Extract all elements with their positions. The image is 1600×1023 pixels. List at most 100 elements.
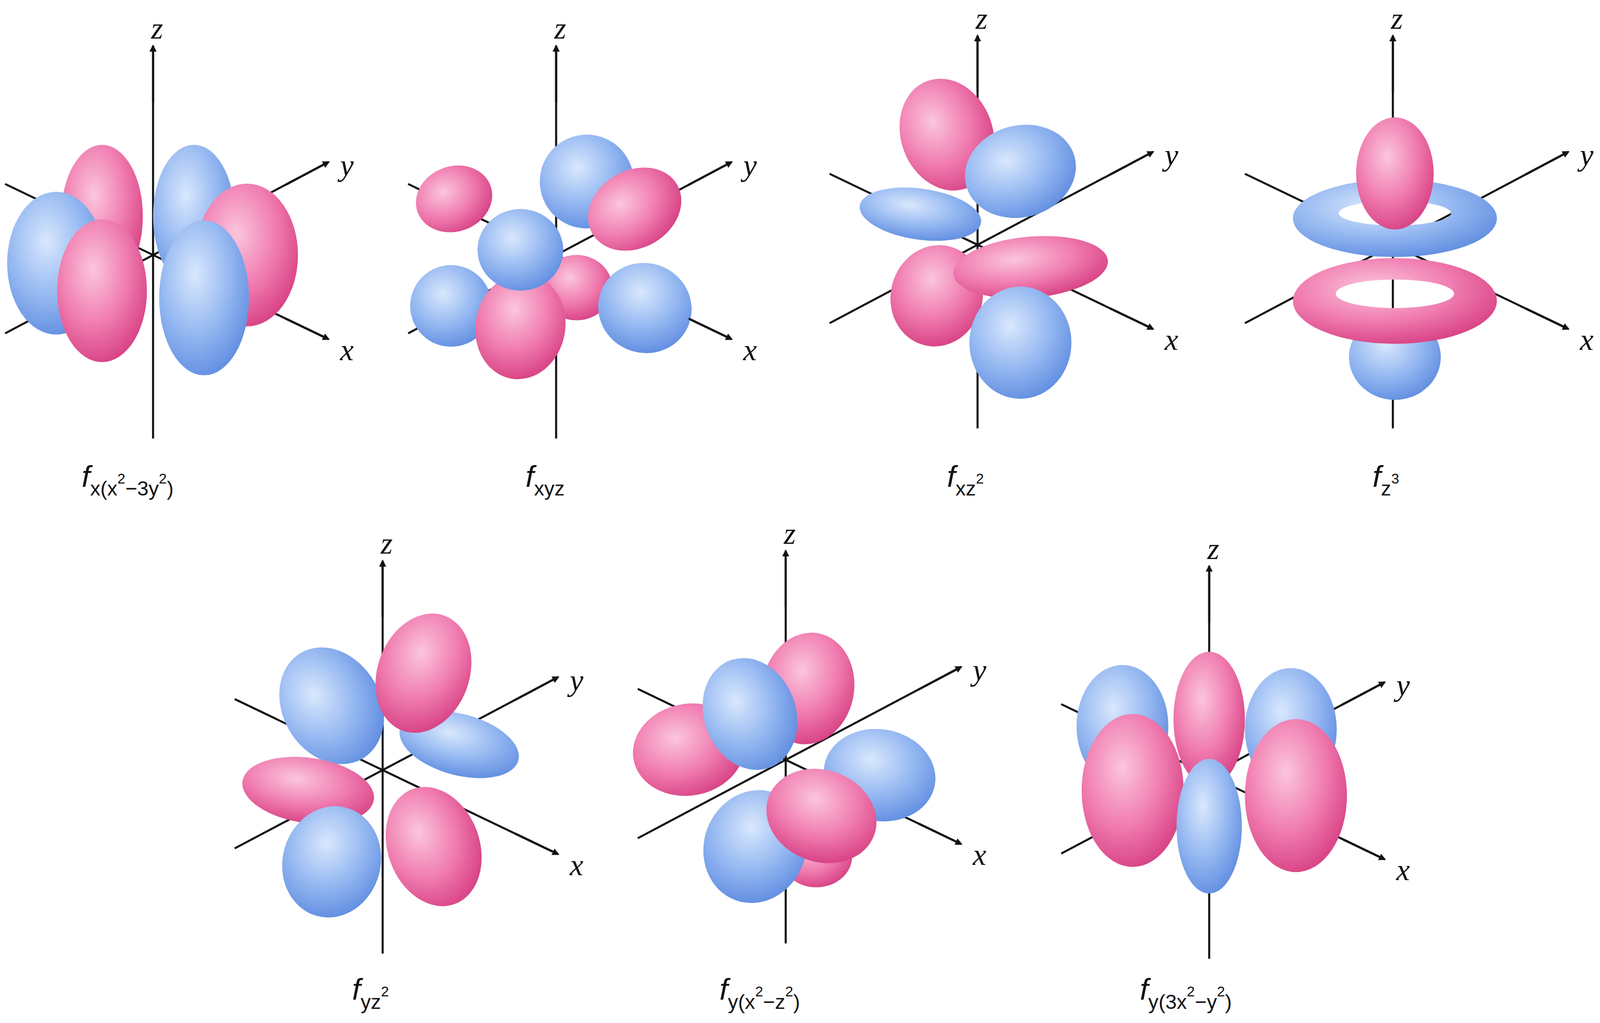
orbital-lobe (954, 112, 1087, 231)
x-arrow (1525, 308, 1569, 330)
orbital-lobe (1356, 117, 1434, 230)
x-arrow (515, 833, 558, 855)
orbital-subscript: ) (793, 990, 801, 1013)
orbital-subscript: z (1381, 477, 1392, 500)
orbital-symbol: f (81, 459, 91, 493)
orbital-lobe (57, 219, 147, 363)
y-label: y (743, 149, 757, 181)
z-label: z (783, 518, 796, 549)
orbital-lobes (7, 65, 1497, 929)
y-arrow (1109, 151, 1153, 175)
orbital-lobe (753, 753, 890, 878)
orbital-superscript: 2 (117, 469, 126, 487)
z-arrow (152, 45, 155, 102)
x-label: x (1164, 324, 1179, 355)
orbital-lobe (1176, 758, 1242, 894)
orbital-subscript: xyz (534, 477, 565, 500)
z-arrow (976, 35, 979, 92)
x-arrow (285, 318, 329, 340)
orbital-superscript: 2 (975, 469, 984, 487)
axes (4, 35, 1567, 959)
y-label: y (1396, 669, 1410, 701)
orbital-name: fy(3x2−y2) (1139, 974, 1232, 1012)
orbital-name: fxz2 (946, 461, 984, 499)
orbital-superscript: 2 (380, 983, 389, 1000)
y-arrow (515, 676, 558, 700)
orbital-superscript: 2 (785, 983, 794, 1000)
orbital-lobe (856, 180, 985, 248)
y-label: y (1164, 139, 1179, 171)
orbital-subscript: −z (763, 990, 786, 1013)
orbital-lobe (359, 599, 488, 746)
orbital-symbol: f (352, 971, 361, 1006)
orbital-lobe (369, 773, 498, 920)
z-arrow (1208, 566, 1211, 623)
orbital-symbol: f (719, 971, 729, 1006)
y-label: y (569, 664, 584, 696)
orbital-superscript: 2 (158, 469, 167, 487)
x-arrow (1109, 308, 1153, 330)
orbital-name: fx(x2−3y2) (81, 461, 174, 499)
orbital-subscript: −3y (125, 477, 160, 500)
orbital-subscript: yz (360, 990, 382, 1013)
orbital-lobe (1244, 719, 1347, 873)
x-arrow (918, 823, 962, 845)
orbital-name: fy(x2−z2) (719, 974, 800, 1012)
x-label: x (973, 839, 987, 870)
torus-lobe (1293, 258, 1498, 344)
orbital-symbol: f (1372, 459, 1382, 493)
axis-arrows (153, 35, 1569, 860)
z-axis (152, 45, 155, 439)
z-arrow (784, 550, 787, 607)
z-arrow (1391, 35, 1395, 92)
z-label: z (1207, 533, 1220, 564)
orbital-subscript: ) (1225, 990, 1233, 1013)
y-arrow (1525, 151, 1569, 175)
orbital-name: fyz2 (352, 974, 389, 1012)
orbital-subscript: xz (955, 477, 977, 500)
y-label: y (1579, 139, 1594, 171)
orbital-superscript: 3 (1391, 469, 1400, 487)
x-arrow (1341, 838, 1385, 860)
orbital-symbol: f (1139, 971, 1149, 1006)
orbital-name: fxyz (525, 461, 565, 499)
y-arrow (285, 161, 329, 185)
orbital-lobe (1081, 713, 1184, 868)
x-label: x (340, 334, 354, 366)
y-label: y (973, 654, 987, 686)
z-axis (381, 561, 384, 955)
orbital-subscript: ) (166, 477, 174, 500)
orbital-subscript: y(x (728, 990, 756, 1013)
y-arrow (918, 666, 962, 690)
orbital-symbol: f (525, 459, 535, 493)
orbital-name: fz3 (1372, 461, 1399, 499)
orbital-subscript: −y (1194, 990, 1217, 1013)
orbital-lobe (687, 644, 813, 783)
z-label: z (380, 528, 393, 559)
orbital-lobe (572, 151, 697, 268)
orbital-lobe (585, 249, 705, 367)
z-label: z (554, 13, 567, 44)
x-label: x (569, 849, 584, 881)
orbital-subscript: x(x (90, 477, 118, 500)
z-label: z (151, 13, 163, 44)
orbital-superscript: 2 (755, 983, 764, 1000)
orbital-subscript: y(3x (1148, 990, 1188, 1013)
orbital-lobe (159, 220, 249, 376)
y-label: y (340, 149, 354, 181)
y-arrow (688, 161, 732, 185)
z-label: z (1390, 3, 1403, 34)
z-label: z (975, 3, 988, 34)
orbital-superscript: 2 (1187, 983, 1196, 1000)
z-arrow (555, 45, 558, 102)
orbital-superscript: 2 (1216, 983, 1226, 1000)
orbital-lobe (969, 286, 1072, 400)
orbital-lobe (477, 209, 564, 291)
x-label: x (743, 334, 757, 366)
x-arrow (688, 318, 732, 340)
orbital-lobe (270, 794, 394, 929)
y-arrow (1341, 682, 1385, 706)
z-arrow (381, 561, 384, 618)
